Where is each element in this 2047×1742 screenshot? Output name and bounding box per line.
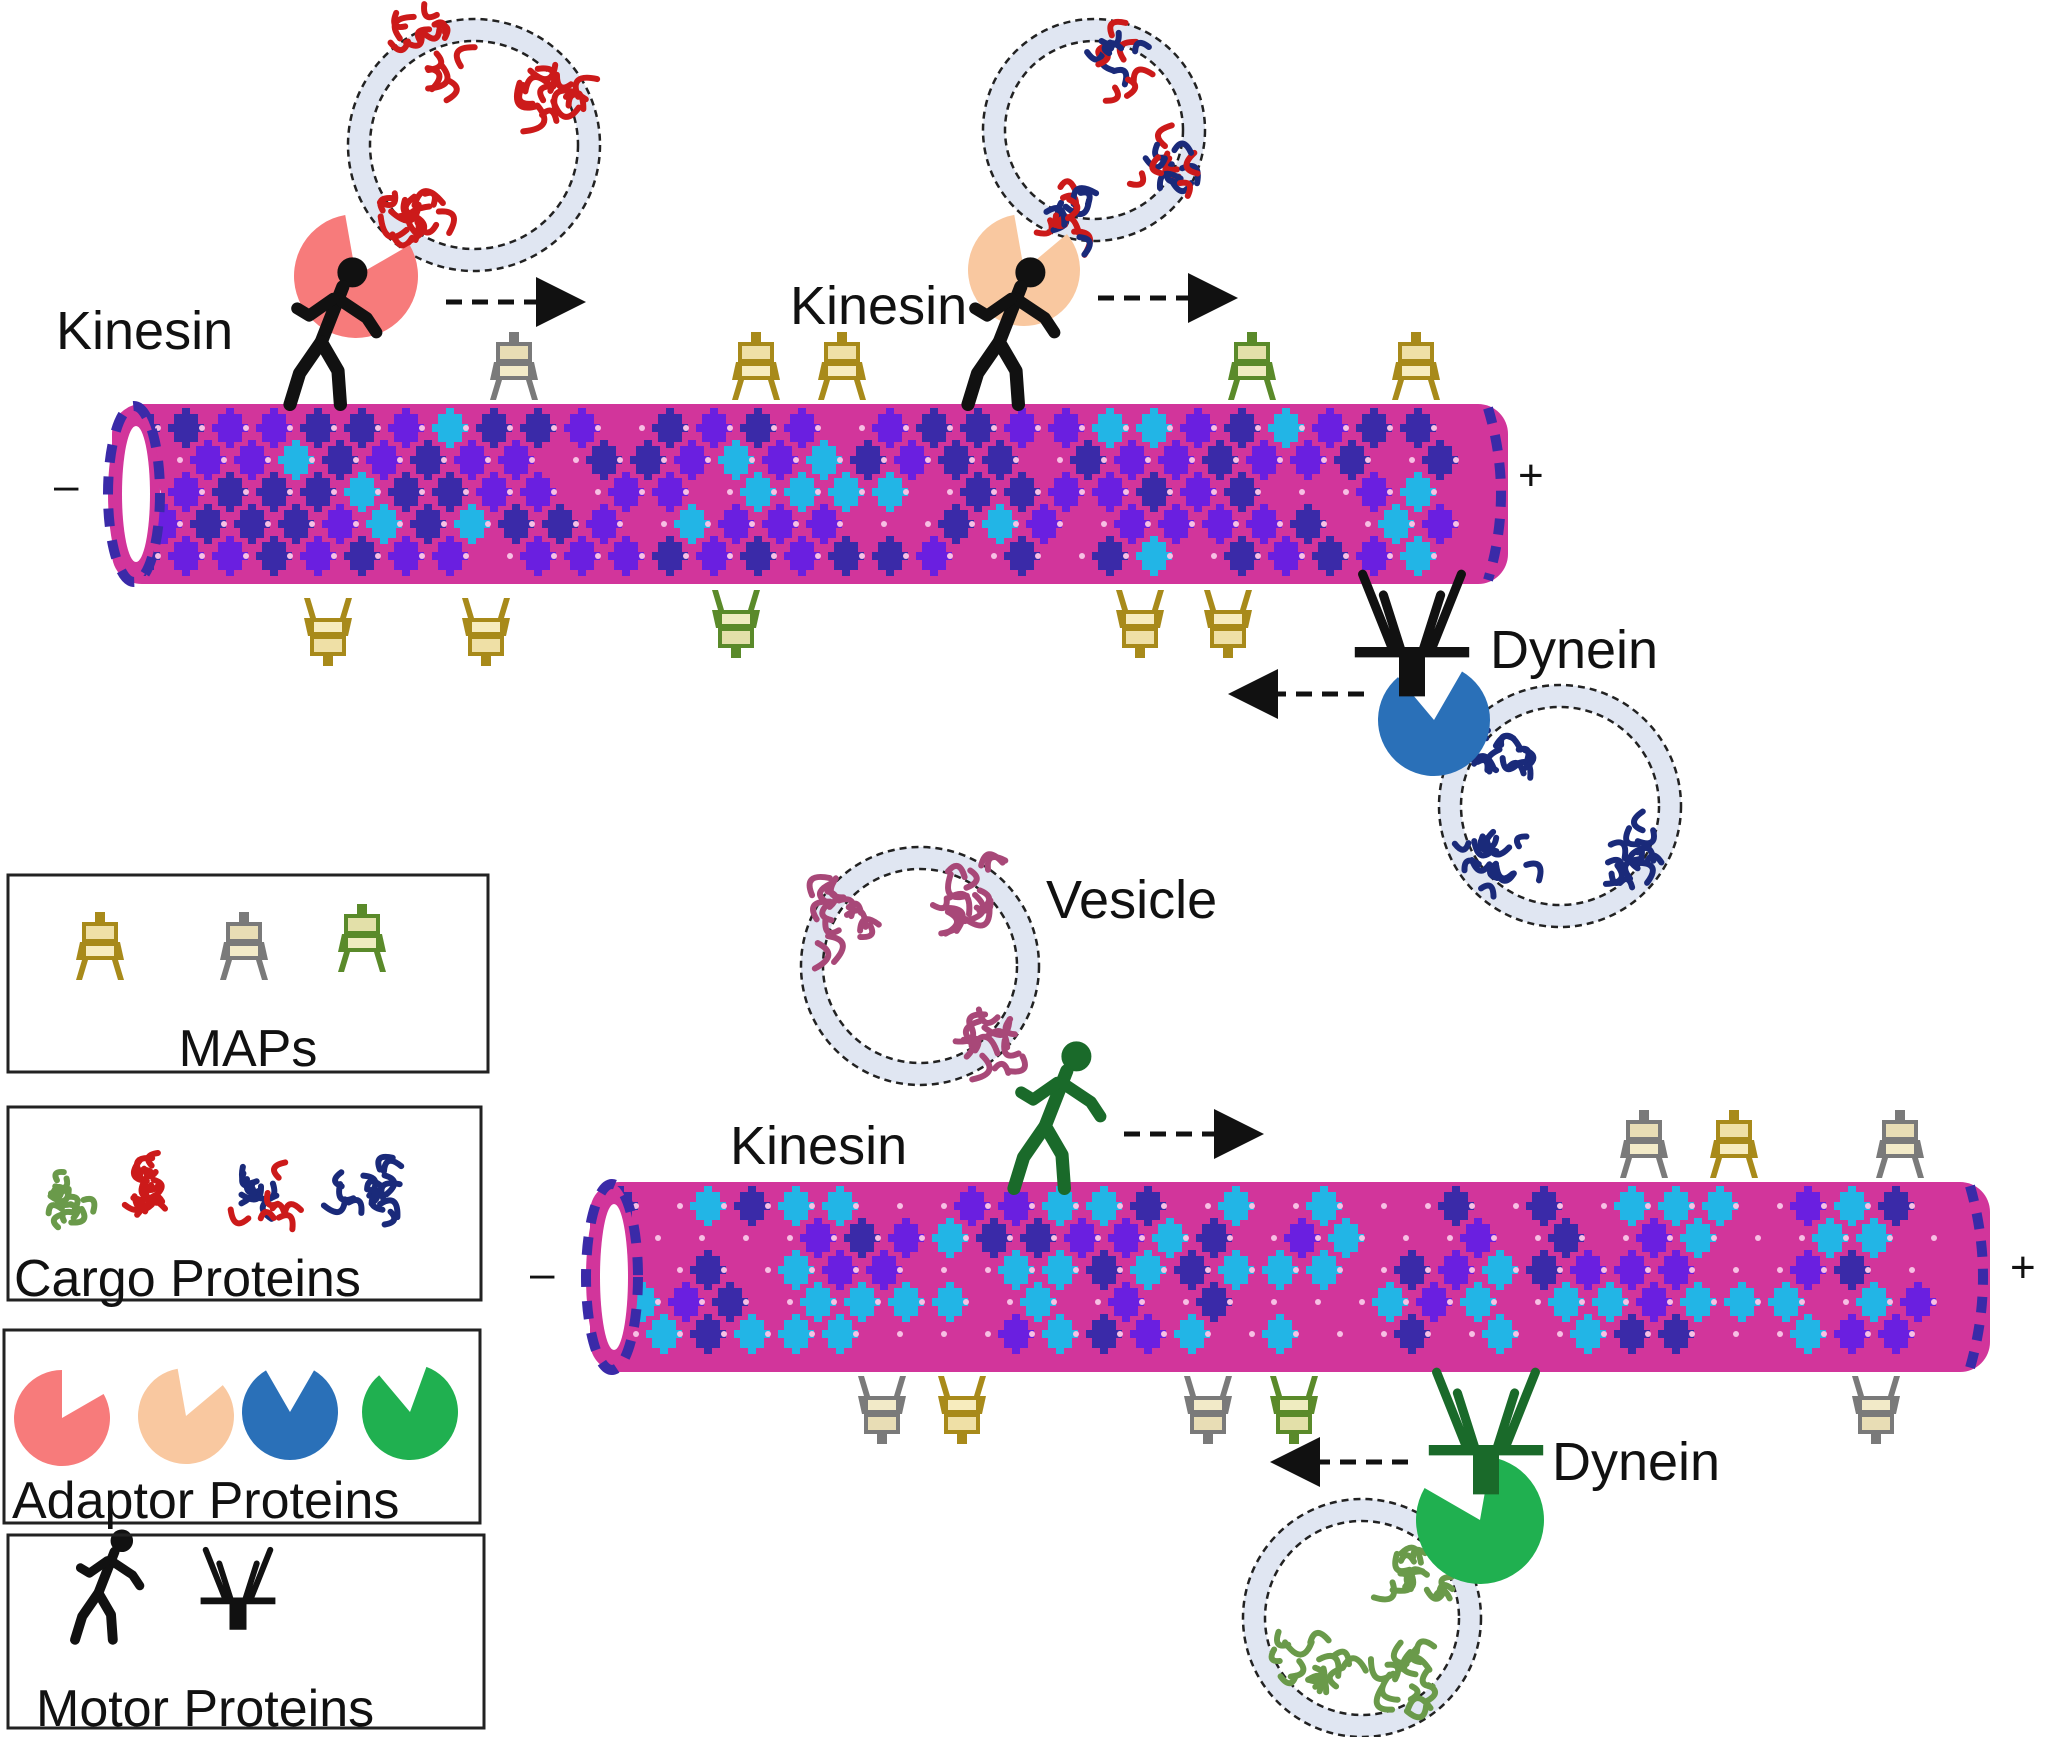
- legend-cargo-mixed-icon: [227, 1159, 304, 1233]
- cargo-protein: [387, 1, 478, 104]
- legend-maps-label: MAPs: [179, 1020, 318, 1078]
- cargo-protein: [1367, 1638, 1439, 1721]
- legend-adaptor-label: Adaptor Proteins: [12, 1472, 399, 1530]
- legend-adaptor-peach-icon: [138, 1368, 234, 1464]
- legend-cargo-red-icon: [121, 1149, 169, 1218]
- kinesin-label: Kinesin: [56, 301, 233, 361]
- plus-end-label: +: [1518, 451, 1544, 500]
- vesicle-mixed: [981, 17, 1207, 243]
- adaptor-protein: [1378, 671, 1491, 777]
- cargo-protein: [806, 874, 882, 972]
- microtubule-top: [103, 401, 1508, 587]
- vesicle-mauve: [799, 845, 1041, 1087]
- cargo-protein: [1370, 1536, 1456, 1603]
- legend-adaptor-green-icon: [362, 1366, 458, 1461]
- vesicle-label: Vesicle: [1046, 870, 1217, 930]
- legend-cargo-label: Cargo Proteins: [14, 1250, 361, 1308]
- cargo-protein: [513, 61, 601, 135]
- cargo-protein: [1126, 122, 1201, 199]
- legend-box-cargo: [6, 1105, 483, 1302]
- legend-box-maps: [6, 873, 490, 1074]
- cargo-protein: [929, 851, 1009, 937]
- dynein-label: Dynein: [1552, 1432, 1720, 1492]
- plus-end-label: +: [2010, 1243, 2036, 1292]
- cargo-protein: [952, 1006, 1028, 1083]
- vesicle-red: [346, 17, 602, 273]
- legend-cargo-navy-icon: [320, 1153, 405, 1228]
- cargo-protein: [1602, 808, 1665, 891]
- kinesin-label: Kinesin: [790, 276, 967, 336]
- dynein-label: Dynein: [1490, 620, 1658, 680]
- kinesin-label: Kinesin: [730, 1116, 907, 1176]
- minus-end-label: –: [54, 461, 79, 510]
- minus-end-label: –: [530, 1249, 555, 1298]
- vesicle-navy: [1437, 683, 1683, 929]
- cargo-protein: [1451, 828, 1544, 900]
- cargo-protein: [1084, 18, 1156, 104]
- legend-adaptor-blue-icon: [242, 1370, 338, 1461]
- cargo-protein: [1033, 178, 1100, 258]
- cargo-protein: [1268, 1628, 1369, 1696]
- legend-cargo-green-icon: [45, 1168, 98, 1231]
- legend-box-motor: [6, 1533, 486, 1730]
- legend-motor-label: Motor Proteins: [36, 1680, 374, 1737]
- adaptor-protein: [1416, 1456, 1544, 1584]
- microtubule-bottom: [581, 1179, 1990, 1375]
- cargo-protein: [376, 188, 457, 249]
- legend-box-adaptor: [2, 1328, 482, 1525]
- legend-adaptor-salmon-icon: [14, 1370, 110, 1467]
